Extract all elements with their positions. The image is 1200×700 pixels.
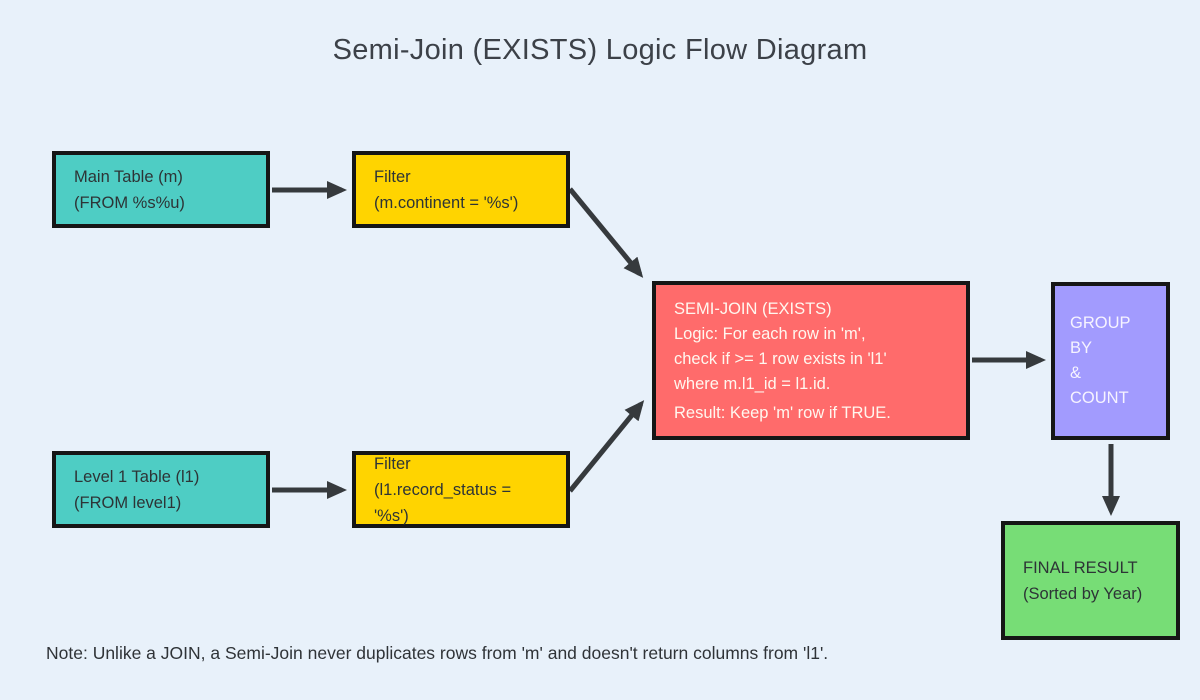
node-final-result-line1: FINAL RESULT	[1023, 558, 1138, 577]
node-level1-table: Level 1 Table (l1) (FROM level1)	[52, 451, 270, 528]
node-semi-join-line1: SEMI-JOIN (EXISTS)	[674, 300, 832, 318]
node-filter-l1-line1: Filter	[374, 454, 411, 473]
node-final-result-line2: (Sorted by Year)	[1023, 584, 1143, 603]
node-main-table-line2: (FROM %s%u)	[74, 193, 185, 212]
node-level1-table-line1: Level 1 Table (l1)	[74, 467, 200, 486]
node-filter-m: Filter (m.continent = '%s')	[352, 151, 570, 228]
node-main-table: Main Table (m) (FROM %s%u)	[52, 151, 270, 228]
node-group-by-line2: &	[1070, 364, 1082, 382]
diagram-title: Semi-Join (EXISTS) Logic Flow Diagram	[332, 34, 868, 66]
node-semi-join-line4: where m.l1_id = l1.id.	[674, 375, 831, 393]
node-level1-table-line2: (FROM level1)	[74, 493, 182, 512]
node-filter-m-line1: Filter	[374, 167, 411, 186]
node-semi-join-line3: check if >= 1 row exists in 'l1'	[674, 350, 887, 368]
node-filter-l1-line2: (l1.record_status = '%s')	[374, 480, 512, 525]
node-filter-l1: Filter (l1.record_status = '%s')	[352, 451, 570, 528]
node-main-table-line1: Main Table (m)	[74, 167, 183, 186]
node-semi-join: SEMI-JOIN (EXISTS) Logic: For each row i…	[652, 281, 970, 440]
node-semi-join-line2: Logic: For each row in 'm',	[674, 325, 866, 343]
node-group-by: GROUP BY & COUNT	[1051, 282, 1170, 440]
arrow-filter-m-to-semi-join	[568, 187, 644, 278]
arrow-filter-l1-to-semi-join	[568, 400, 645, 493]
node-semi-join-line5: Result: Keep 'm' row if TRUE.	[674, 404, 891, 422]
node-final-result: FINAL RESULT (Sorted by Year)	[1001, 521, 1180, 640]
footnote: Note: Unlike a JOIN, a Semi-Join never d…	[46, 643, 829, 663]
node-filter-m-line2: (m.continent = '%s')	[374, 193, 519, 212]
node-group-by-line3: COUNT	[1070, 389, 1129, 407]
node-group-by-line1: GROUP BY	[1070, 314, 1131, 357]
